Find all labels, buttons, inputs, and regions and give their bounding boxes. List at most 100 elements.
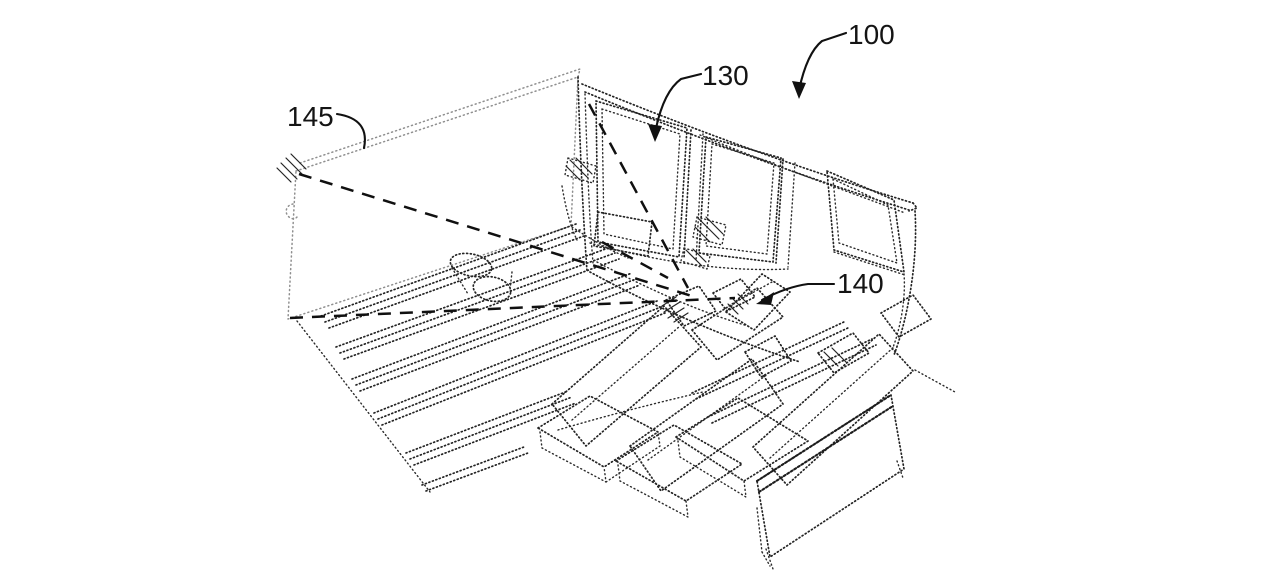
vent-outline xyxy=(680,247,711,270)
seat-headrest xyxy=(880,294,932,338)
seat-track-line xyxy=(425,452,529,492)
roof-rear-end xyxy=(908,202,918,212)
seat-headrest xyxy=(665,285,717,327)
screen-side-clip xyxy=(285,203,299,220)
window-3-inner xyxy=(832,178,898,264)
seat-track-line xyxy=(381,312,666,426)
cone-line-top-left xyxy=(298,172,693,298)
rear-quarter-line xyxy=(891,273,906,351)
platform-leg xyxy=(896,460,904,479)
hatch-line xyxy=(727,303,739,315)
reference-labels: 145 130 100 140 xyxy=(287,19,895,305)
seat-track-line xyxy=(707,338,873,418)
arrowhead-100 xyxy=(792,81,806,99)
hatch-line xyxy=(737,293,749,305)
rear-sill xyxy=(833,251,906,276)
seat-track-line xyxy=(339,252,616,354)
seat-headrest xyxy=(744,335,792,378)
hatch-line xyxy=(831,347,847,363)
seat-track-line xyxy=(335,246,612,348)
seat-track-line xyxy=(421,446,525,486)
seat-track-line xyxy=(373,300,658,414)
a-pillar-outer xyxy=(577,76,588,272)
projector-body-line xyxy=(735,281,773,303)
seat-back-contour xyxy=(647,373,769,461)
label-100: 100 xyxy=(848,19,895,50)
seat-track-line xyxy=(409,396,573,460)
c-pillar-outer xyxy=(775,158,784,264)
leader-145 xyxy=(335,112,366,150)
seat-skirt xyxy=(617,464,689,518)
roof-header xyxy=(699,134,906,214)
vent-outline xyxy=(564,157,597,184)
hatch-line xyxy=(290,153,307,170)
seat-track-line xyxy=(413,402,577,466)
seat-track-line xyxy=(405,390,569,454)
hatch-line xyxy=(698,218,720,240)
rear-body-edge xyxy=(893,210,917,356)
floor-console-bin xyxy=(449,252,513,303)
label-140: 140 xyxy=(837,268,884,299)
seat-cushion xyxy=(675,397,809,482)
platform-leg xyxy=(765,548,774,570)
platform-outline xyxy=(756,394,905,558)
hatch-line xyxy=(276,167,292,183)
seat-track-line xyxy=(355,278,637,386)
label-130: 130 xyxy=(702,60,749,91)
seat-skirt xyxy=(677,440,747,498)
hatch-line xyxy=(823,351,839,367)
seat-track-line xyxy=(343,258,620,360)
hatch-line xyxy=(663,301,681,313)
door-vent-hatch-1 xyxy=(564,157,597,184)
seat-platform xyxy=(755,393,905,570)
leader-100 xyxy=(797,31,848,92)
seat-track-line xyxy=(711,344,877,424)
c-pillar-inner xyxy=(787,162,796,268)
hatch-line xyxy=(692,248,707,263)
seat-skirt xyxy=(539,431,661,483)
label-145: 145 xyxy=(287,101,334,132)
arrowhead-130 xyxy=(648,124,662,142)
seat-headrest xyxy=(712,278,756,312)
cone-line-top-right xyxy=(587,103,690,289)
vehicle-body xyxy=(561,76,918,363)
leader-140 xyxy=(760,282,836,302)
window-1-inner xyxy=(601,108,681,250)
bin-top xyxy=(449,252,493,278)
seat-backrest xyxy=(752,333,914,486)
seat-track-line xyxy=(324,229,581,323)
door-armrest-panel xyxy=(593,211,653,257)
door-sill-1 xyxy=(589,271,801,363)
armrest-outline xyxy=(817,332,870,374)
beltline xyxy=(589,242,789,271)
window-1-outer xyxy=(595,100,688,258)
seat-side-line xyxy=(914,369,956,393)
seat-cushion xyxy=(615,424,743,502)
window-2-outer xyxy=(698,136,782,263)
platform-top-edge-2 xyxy=(757,404,895,494)
hatch-line xyxy=(565,165,581,181)
arrowhead-140 xyxy=(756,292,774,305)
cone-line-bottom-right xyxy=(601,240,669,280)
hatch-line xyxy=(705,216,724,235)
seat-track-line xyxy=(320,223,577,317)
hatch-line xyxy=(575,157,593,175)
door-vent-hatch-3 xyxy=(680,247,711,270)
b-pillar-outer xyxy=(683,129,692,259)
seat-back-contour xyxy=(571,325,681,421)
front-left-seat xyxy=(537,285,717,483)
rear-armrest xyxy=(817,332,870,374)
seat-backrest xyxy=(551,305,702,447)
screen-corner-burst xyxy=(276,153,307,183)
seat-track-line xyxy=(328,235,585,329)
window-2-inner xyxy=(705,143,775,255)
seat-track-line xyxy=(691,320,847,394)
hatch-line xyxy=(694,226,711,243)
leader-130 xyxy=(653,72,703,135)
projector-body xyxy=(725,273,791,331)
hatch-line xyxy=(673,312,689,323)
b-pillar-inner xyxy=(695,133,704,262)
front-right-seat xyxy=(691,278,784,361)
